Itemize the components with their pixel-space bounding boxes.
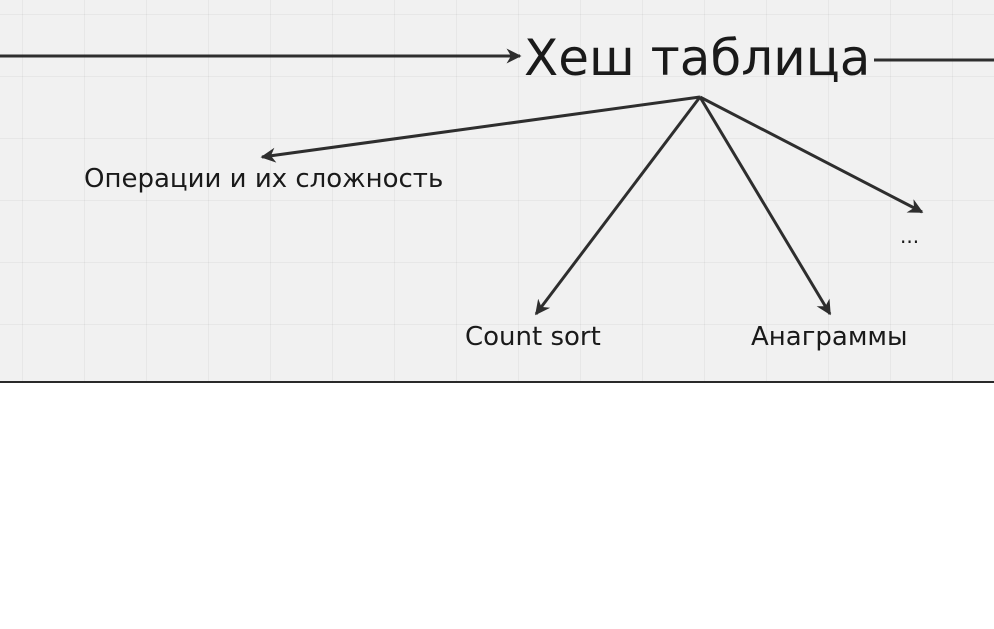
arrow-to-more	[699, 95, 924, 214]
whiteboard-canvas: Хеш таблица Операции и их сложность Coun…	[0, 0, 994, 383]
diagram-connectors	[0, 48, 994, 316]
node-count-sort: Count sort	[465, 322, 601, 352]
arrow-to-operations	[260, 95, 701, 163]
node-operations-complexity: Операции и их сложность	[84, 164, 444, 194]
root-node-title: Хеш таблица	[524, 29, 871, 87]
node-ellipsis: ...	[900, 224, 920, 248]
arrow-to-anagrams	[698, 96, 832, 316]
node-anagrams: Анаграммы	[751, 322, 908, 352]
arrow-to-count-sort	[534, 96, 702, 316]
